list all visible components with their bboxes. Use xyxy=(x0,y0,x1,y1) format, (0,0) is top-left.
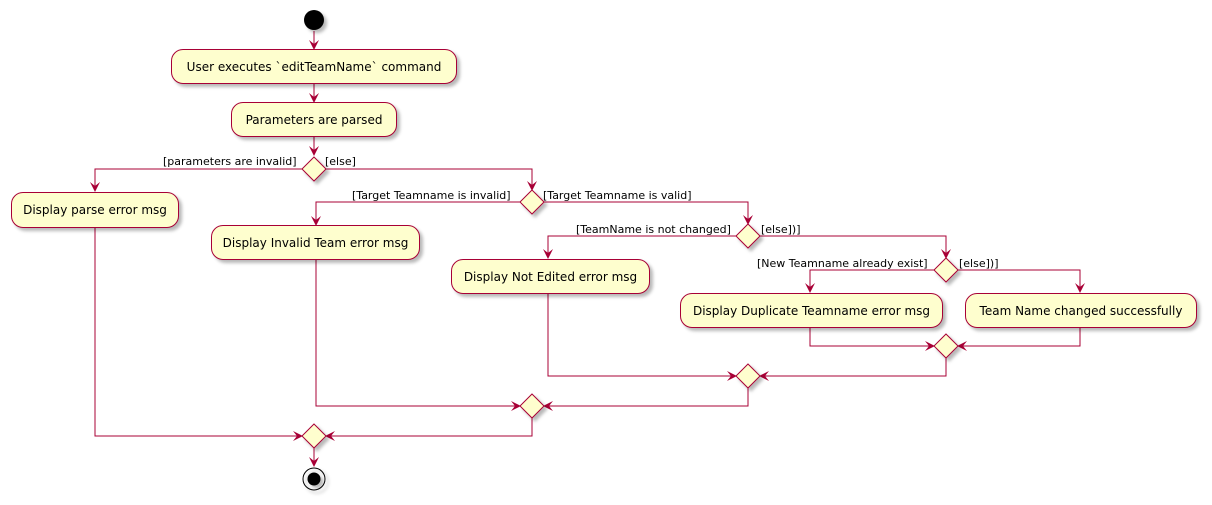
action-team-name-changed: Team Name changed successfully xyxy=(965,293,1197,328)
action-parameters-parsed: Parameters are parsed xyxy=(231,102,397,137)
action-duplicate-teamname-error: Display Duplicate Teamname error msg xyxy=(680,293,943,328)
guard-not-changed: [TeamName is not changed] xyxy=(576,223,731,236)
merge-name-changed xyxy=(735,363,761,389)
action-user-executes-command: User executes `editTeamName` command xyxy=(171,49,457,84)
end-node xyxy=(302,467,326,491)
merge-nodes xyxy=(301,333,959,449)
guard-already-exist: [New Teamname already exist] xyxy=(757,257,928,270)
guard-target-invalid: [Target Teamname is invalid] xyxy=(352,189,511,202)
action-invalid-team-error: Display Invalid Team error msg xyxy=(211,225,420,260)
start-node xyxy=(304,10,324,30)
guard-target-valid: [Target Teamname is valid] xyxy=(543,189,692,202)
guard-params-invalid: [parameters are invalid] xyxy=(163,155,297,168)
guard-else-1: [else] xyxy=(325,155,356,168)
merge-target-valid xyxy=(519,393,545,419)
connector-lines xyxy=(90,31,1085,467)
decision-target-valid xyxy=(519,189,545,215)
guard-else-3: [else])] xyxy=(959,257,999,270)
decision-name-exists xyxy=(933,257,959,283)
decision-nodes xyxy=(301,156,959,283)
guard-else-2: [else])] xyxy=(761,223,801,236)
decision-name-changed xyxy=(735,223,761,249)
action-not-edited-error: Display Not Edited error msg xyxy=(451,259,650,294)
decision-params-valid xyxy=(301,156,327,182)
merge-name-exists xyxy=(933,333,959,359)
action-parse-error: Display parse error msg xyxy=(11,192,179,228)
merge-params-valid xyxy=(301,423,327,449)
